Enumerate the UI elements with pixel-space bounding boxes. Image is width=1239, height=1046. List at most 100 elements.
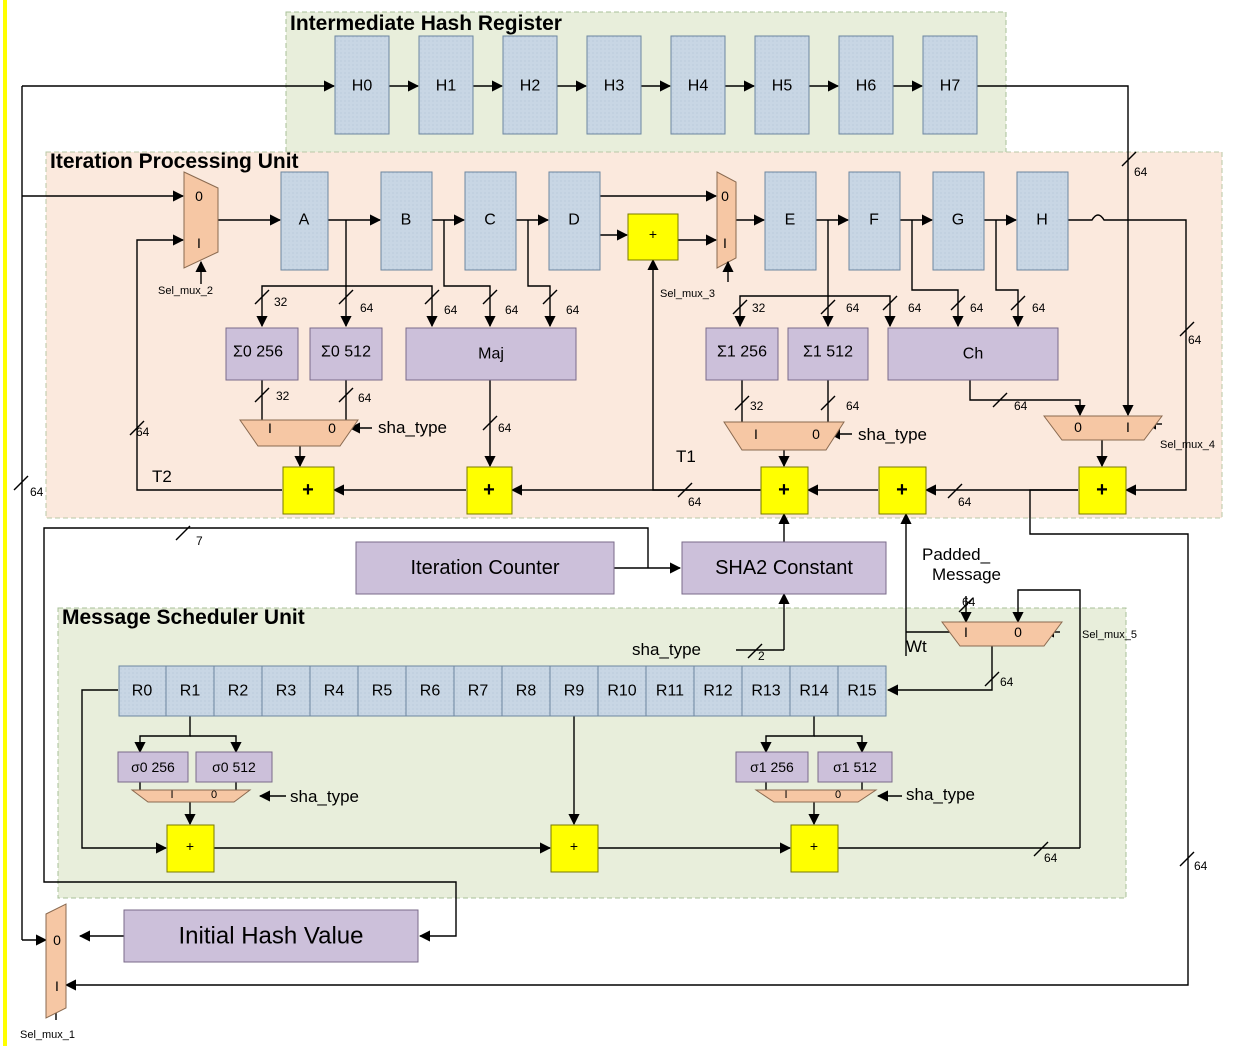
sigma0-512-block: Σ0 512 (309, 327, 383, 381)
work-register-h: H (1016, 171, 1069, 271)
sel-mux-1-label: Sel_mux_1 (20, 1029, 75, 1041)
schedule-register-r15: R15 (837, 665, 887, 717)
svg-text:64: 64 (846, 399, 860, 413)
hash-register-h2: H2 (502, 35, 558, 135)
sha-type-label-3: sha_type (632, 640, 701, 659)
svg-text:7: 7 (196, 534, 203, 548)
sha-type-label-2: sha_type (858, 425, 927, 444)
mux-sigma1: I 0 (723, 421, 845, 451)
svg-text:R4: R4 (324, 683, 345, 700)
hash-chain-wires (21, 80, 1137, 946)
svg-text:64: 64 (1194, 859, 1208, 873)
padded-message-label-1: Padded_ (922, 545, 991, 564)
mux-3: 0 I (716, 171, 737, 269)
mux-4: 0 I (1043, 415, 1163, 441)
mux-1: 0 I (45, 903, 67, 1019)
svg-text:64: 64 (1134, 165, 1148, 179)
left-side-bar (3, 0, 7, 1046)
ch-block: Ch (887, 327, 1059, 381)
adder-t1: + (760, 466, 809, 515)
scheduler-adder-3: + (790, 824, 839, 873)
svg-text:R10: R10 (607, 683, 636, 700)
hash-label-h0: H0 (352, 78, 373, 95)
svg-text:+: + (810, 838, 818, 854)
adder-t2: + (282, 466, 335, 515)
svg-text:Maj: Maj (478, 346, 504, 363)
svg-text:0: 0 (1074, 419, 1082, 435)
svg-text:R9: R9 (564, 683, 585, 700)
sha2-constant-block: SHA2 Constant (681, 541, 887, 595)
svg-text:+: + (649, 226, 657, 242)
svg-text:R13: R13 (751, 683, 780, 700)
svg-text:64: 64 (970, 301, 984, 315)
svg-text:R7: R7 (468, 683, 489, 700)
sel-mux-2-label: Sel_mux_2 (158, 285, 213, 297)
scheduler-unit-title: Message Scheduler Unit (62, 606, 305, 629)
svg-text:R1: R1 (180, 683, 201, 700)
svg-text:Σ0 256: Σ0 256 (233, 344, 283, 361)
wt-label: Wt (906, 637, 927, 656)
svg-text:Σ1 256: Σ1 256 (717, 344, 767, 361)
svg-text:Σ0 512: Σ0 512 (321, 344, 371, 361)
schedule-register-r2: R2 (213, 665, 263, 717)
svg-text:64: 64 (30, 485, 44, 499)
hash-register-h1: H1 (418, 35, 474, 135)
scheduler-adder-1: + (166, 824, 215, 873)
svg-text:64: 64 (688, 495, 702, 509)
mux-sigma0: I 0 (239, 419, 359, 447)
work-register-a: A (280, 171, 329, 271)
svg-text:0: 0 (195, 188, 203, 204)
svg-text:SHA2 Constant: SHA2 Constant (715, 557, 853, 579)
schedule-register-r13: R13 (741, 665, 791, 717)
small-sigma0-512-block: σ0 512 (195, 751, 273, 783)
adder-d: + (627, 213, 679, 261)
sigma0-256-block: Σ0 256 (225, 327, 299, 381)
svg-text:64: 64 (1032, 301, 1046, 315)
iteration-counter-block: Iteration Counter (355, 541, 615, 595)
hash-register-h4: H4 (670, 35, 726, 135)
svg-text:I: I (55, 978, 59, 994)
sha-type-label-5: sha_type (906, 785, 975, 804)
scheduler-adder-2: + (550, 824, 599, 873)
svg-text:I: I (197, 235, 201, 251)
schedule-register-r12: R12 (693, 665, 743, 717)
schedule-register-row: R0 R1 R2 R3 R4 R5 R6 R7 R8 R9 R10 R11 R1… (118, 665, 887, 717)
svg-text:+: + (302, 479, 314, 501)
iteration-unit-title: Iteration Processing Unit (50, 150, 299, 173)
sha-type-label-4: sha_type (290, 787, 359, 806)
svg-text:64: 64 (360, 301, 374, 315)
control-wires (13, 475, 790, 942)
work-register-d: D (548, 171, 601, 271)
svg-text:I: I (964, 624, 968, 640)
work-register-c: C (464, 171, 517, 271)
svg-text:R6: R6 (420, 683, 441, 700)
svg-text:σ0 512: σ0 512 (212, 759, 256, 775)
svg-text:64: 64 (962, 595, 976, 609)
svg-text:32: 32 (750, 399, 764, 413)
svg-text:64: 64 (1000, 675, 1014, 689)
svg-text:σ0 256: σ0 256 (131, 759, 175, 775)
svg-text:R14: R14 (799, 683, 828, 700)
svg-text:0: 0 (721, 188, 729, 204)
padded-message-label-2: Message (932, 565, 1001, 584)
svg-text:0: 0 (1014, 624, 1022, 640)
svg-text:0: 0 (328, 420, 336, 436)
small-sigma1-512-block: σ1 512 (817, 751, 893, 783)
scheduler-wires (50, 589, 1081, 1020)
schedule-register-r9: R9 (549, 665, 599, 717)
sigma1-512-block: Σ1 512 (787, 327, 869, 381)
svg-text:64: 64 (908, 301, 922, 315)
hash-label-h5: H5 (772, 78, 793, 95)
svg-text:64: 64 (444, 303, 458, 317)
work-label-c: C (484, 212, 496, 229)
svg-text:32: 32 (276, 389, 290, 403)
schedule-register-r1: R1 (165, 665, 215, 717)
schedule-register-r3: R3 (261, 665, 311, 717)
svg-text:Σ1 512: Σ1 512 (803, 344, 853, 361)
svg-text:2: 2 (758, 649, 765, 663)
svg-text:R12: R12 (703, 683, 732, 700)
svg-text:0: 0 (211, 789, 217, 801)
sel-mux-3-label: Sel_mux_3 (660, 288, 715, 300)
hash-label-h3: H3 (604, 78, 625, 95)
